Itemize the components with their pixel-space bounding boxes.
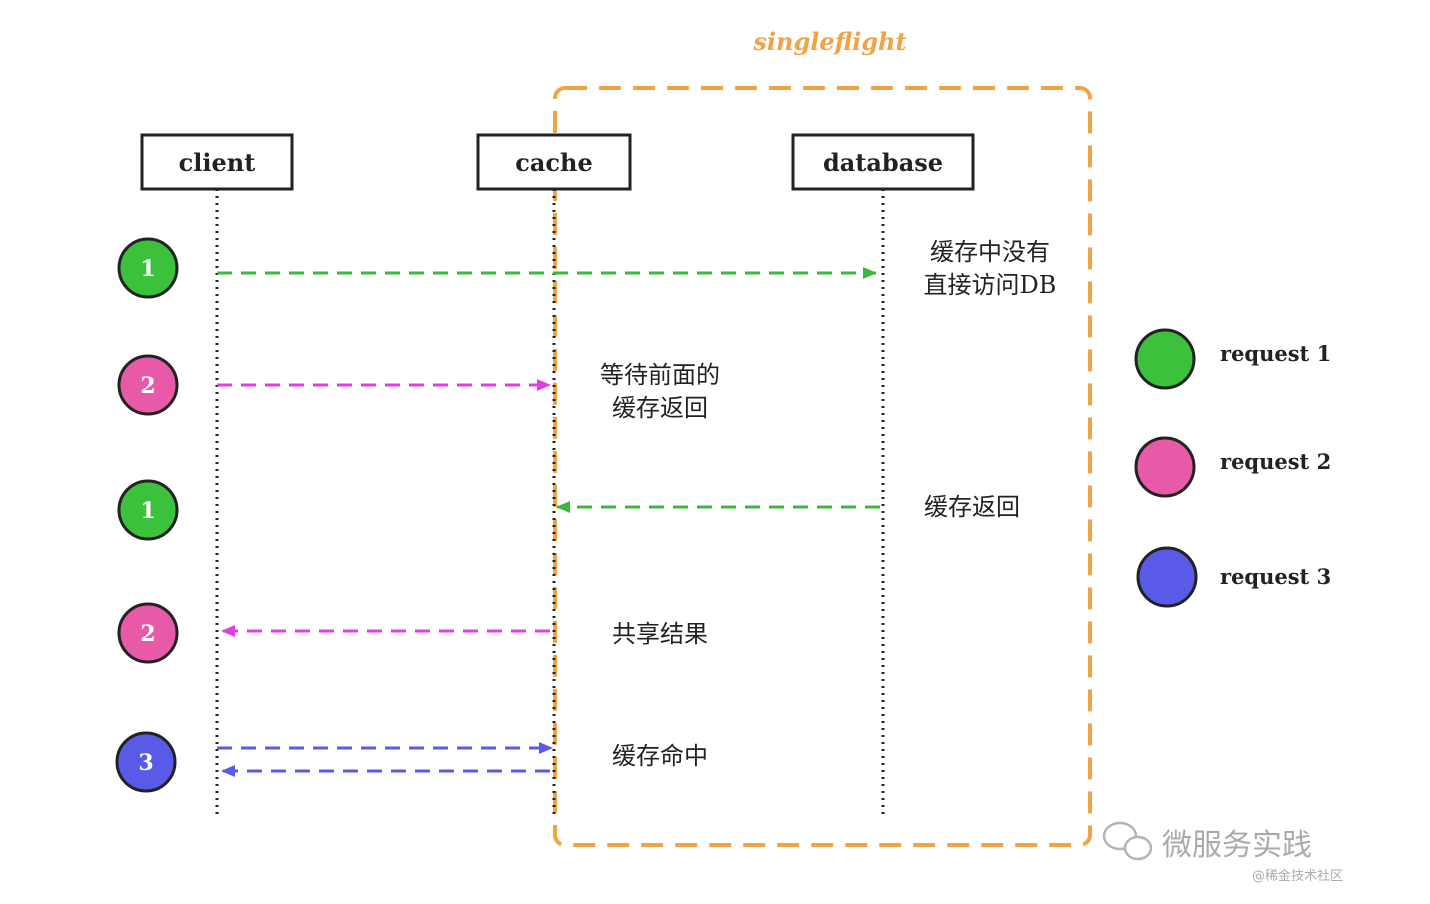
step-badge-2a: 2: [117, 354, 179, 416]
client-label: client: [179, 148, 256, 177]
watermark-sub: @稀金技术社区: [1252, 868, 1343, 884]
legend-item-request-3: request 3: [1136, 546, 1331, 608]
svg-text:1: 1: [140, 498, 155, 524]
svg-text:1: 1: [140, 256, 155, 282]
singleflight-title: singleflight: [752, 27, 906, 56]
watermark: 微服务实践 @稀金技术社区: [1102, 821, 1343, 884]
watermark-main: 微服务实践: [1162, 828, 1312, 863]
legend-item-request-1: request 1: [1134, 328, 1331, 390]
note-wait-line1: 等待前面的: [600, 361, 720, 389]
step-badge-1a: 1: [117, 237, 179, 299]
legend-item-request-2: request 2: [1134, 436, 1331, 498]
note-cache-return: 缓存返回: [924, 493, 1020, 521]
svg-text:2: 2: [140, 621, 155, 647]
note-share-result: 共享结果: [612, 620, 708, 648]
note-db-miss-line2: 直接访问DB: [924, 271, 1057, 299]
note-wait-line2: 缓存返回: [612, 394, 708, 422]
svg-text:2: 2: [140, 373, 155, 399]
wechat-icon: [1102, 821, 1153, 861]
note-db-miss-line1: 缓存中没有: [930, 238, 1050, 266]
cache-label: cache: [515, 148, 593, 177]
svg-text:request 2: request 2: [1220, 449, 1331, 474]
step-badge-2b: 2: [117, 602, 179, 664]
svg-text:request 3: request 3: [1220, 564, 1331, 589]
step-badge-3: 3: [115, 731, 177, 793]
singleflight-frame: [553, 86, 1092, 847]
client-box: [140, 133, 294, 191]
note-cache-hit: 缓存命中: [612, 742, 708, 770]
step-badge-1b: 1: [117, 479, 179, 541]
svg-text:3: 3: [138, 750, 153, 776]
legend: request 1 request 2 request 3: [1134, 328, 1331, 608]
svg-text:request 1: request 1: [1220, 341, 1331, 366]
database-label: database: [823, 148, 943, 177]
